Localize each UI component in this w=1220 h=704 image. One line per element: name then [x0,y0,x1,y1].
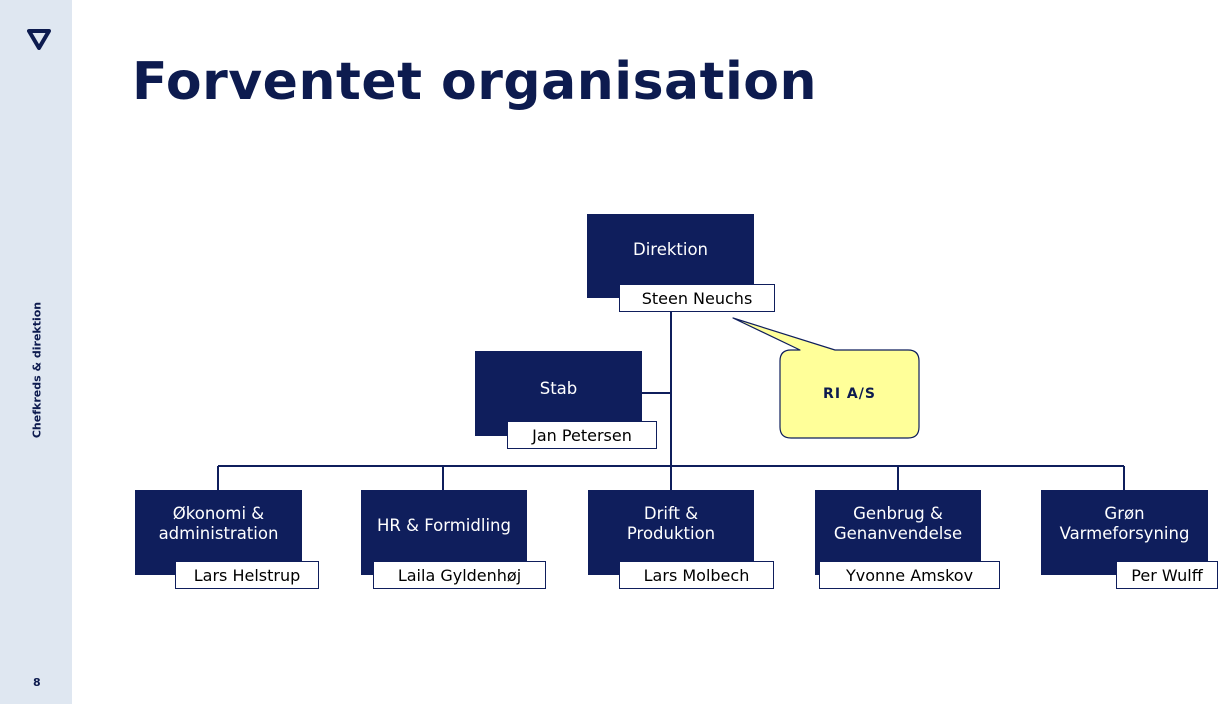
department-box-1: Økonomi & administration [135,490,302,575]
stab-label: Stab [539,379,578,398]
department-person-1: Lars Helstrup [175,561,319,589]
stab-person: Jan Petersen [507,421,657,449]
department-person-4: Yvonne Amskov [819,561,1000,589]
department-label-4: Genbrug & Genanvendelse [833,504,963,543]
page-number: 8 [33,676,41,689]
department-label-3: Drift & Produktion [626,504,716,543]
department-person-2: Laila Gyldenhøj [373,561,546,589]
department-box-2: HR & Formidling [361,490,527,575]
page-title: Forventet organisation [132,52,818,112]
direktion-person: Steen Neuchs [619,284,775,312]
callout-shape [732,317,920,439]
department-person-3: Lars Molbech [619,561,774,589]
department-person-5: Per Wulff [1116,561,1218,589]
department-box-5: Grøn Varmeforsyning [1041,490,1208,575]
department-box-4: Genbrug & Genanvendelse [815,490,981,575]
department-box-3: Drift & Produktion [588,490,754,575]
sidebar: Chefkreds & direktion 8 [0,0,72,704]
logo-icon [27,29,51,50]
department-label-5: Grøn Varmeforsyning [1059,504,1190,543]
direktion-label: Direktion [632,240,709,259]
department-label-1: Økonomi & administration [158,504,279,543]
callout-label: RI A/S [823,386,876,402]
department-label-2: HR & Formidling [377,516,511,535]
